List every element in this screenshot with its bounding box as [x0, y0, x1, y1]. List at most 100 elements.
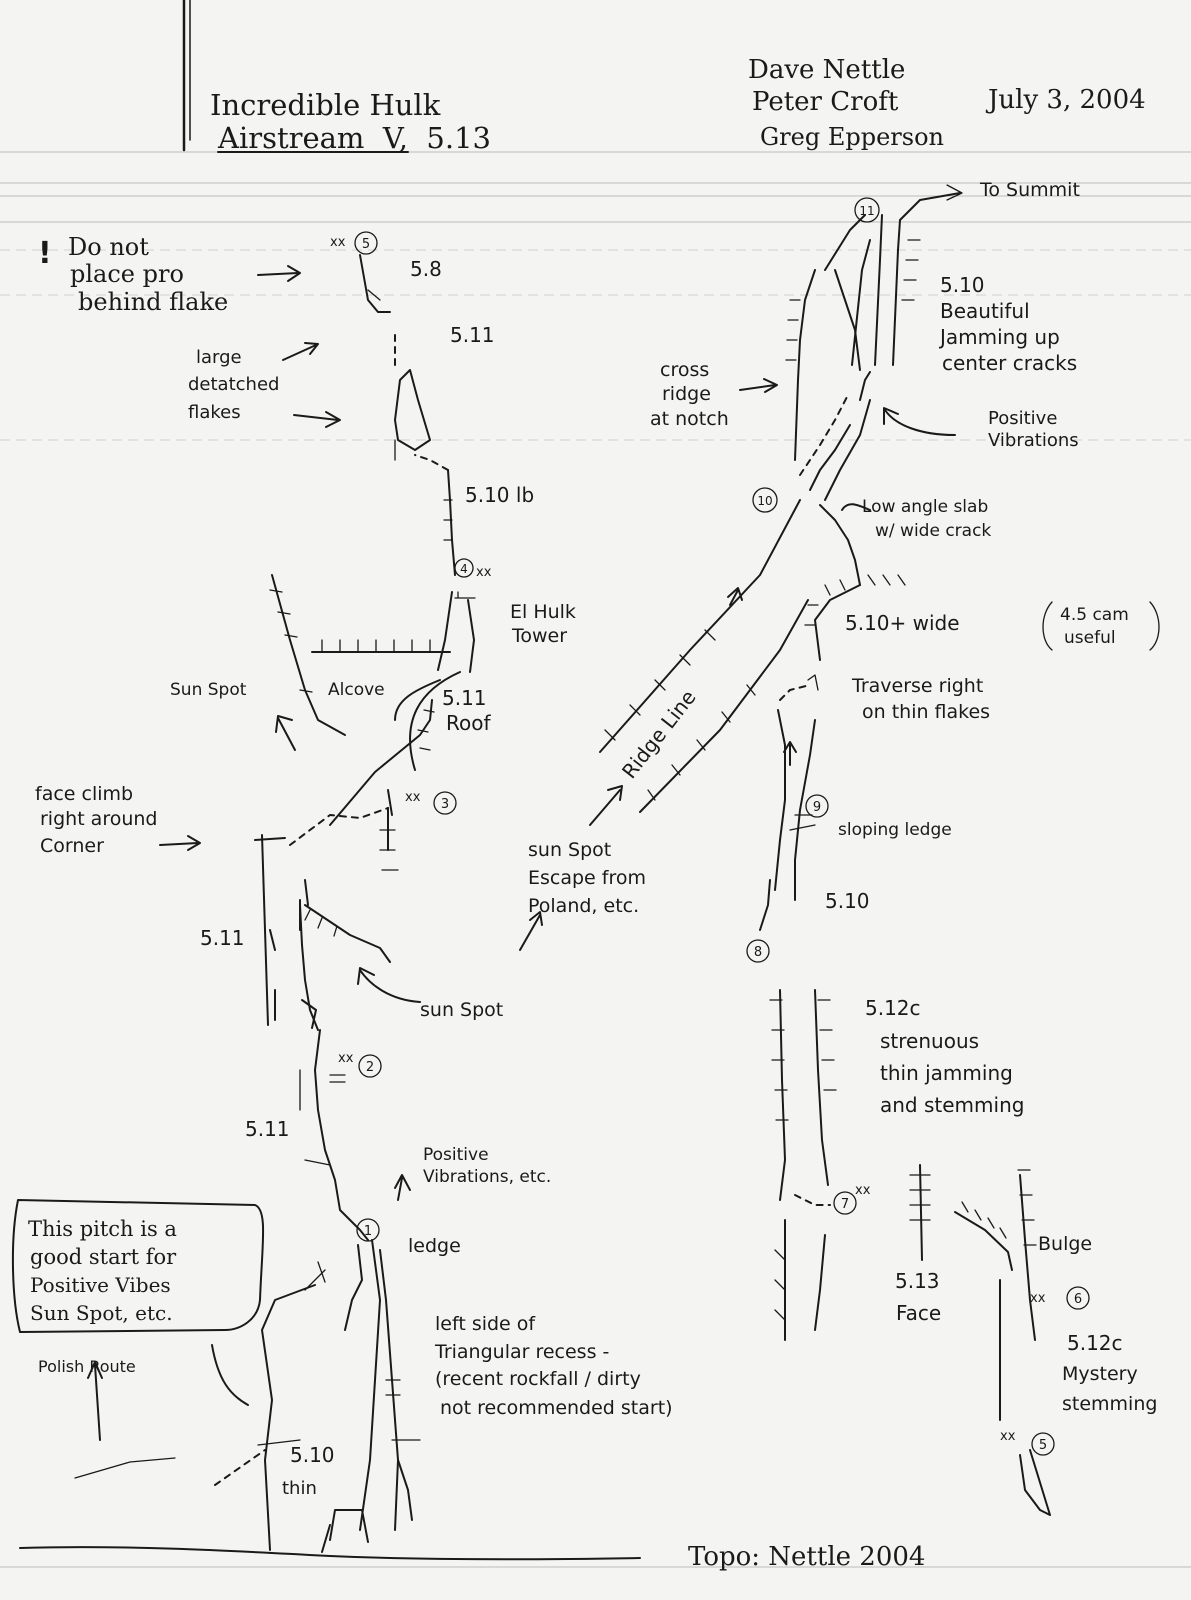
climber-2: Peter Croft [752, 87, 899, 117]
grade-p2: 5.11 [245, 1117, 290, 1141]
svg-text:xx: xx [330, 235, 346, 250]
pos-vib-etc-2: Vibrations, etc. [423, 1167, 551, 1187]
arrow-icon [883, 407, 956, 436]
svg-text:8: 8 [754, 945, 762, 960]
grade-labels: 5.10 thin 5.11 5.11 5.11 Roof 5.10 lb 5.… [200, 257, 1157, 1499]
right-route-drawing [599, 184, 1051, 1516]
escape-1: sun Spot [528, 839, 611, 861]
polish-route: Polish Route [38, 1357, 136, 1376]
grade-p8: 5.12c [865, 996, 921, 1020]
svg-text:5: 5 [362, 237, 370, 252]
grade-p11: 5.10 [940, 273, 985, 297]
arrow-icon [589, 785, 623, 826]
svg-text:xx: xx [855, 1183, 871, 1198]
arrow-icon [159, 835, 201, 851]
date: July 3, 2004 [985, 85, 1146, 115]
arrow-icon [783, 741, 797, 766]
left-side-3: (recent rockfall / dirty [435, 1368, 641, 1390]
arrow-icon [841, 503, 871, 511]
low-angle-1: Low angle slab [862, 497, 988, 517]
svg-text:9: 9 [813, 800, 821, 815]
station-11: 11 [854, 197, 880, 223]
grade-p11-note-1: Beautiful [940, 299, 1030, 323]
climber-3: Greg Epperson [760, 123, 944, 151]
arrow-icon [257, 272, 299, 276]
station-2: 2 [358, 1054, 382, 1078]
grade-p6-note-1: Mystery [1062, 1363, 1138, 1385]
station-4: 4 [454, 558, 474, 578]
arrow-icon [394, 1174, 411, 1201]
low-angle-2: w/ wide crack [875, 521, 991, 541]
left-side-4: not recommended start) [440, 1397, 673, 1419]
svg-text:1: 1 [364, 1224, 372, 1239]
climber-1: Dave Nettle [748, 55, 905, 85]
svg-text:3: 3 [441, 797, 449, 812]
grade-p7: 5.13 [895, 1269, 940, 1293]
svg-text:7: 7 [841, 1197, 849, 1212]
arrow-icon [282, 342, 319, 361]
station-9: 9 [805, 794, 829, 818]
left-side-1: left side of [435, 1313, 536, 1335]
station-6: 6 [1066, 1286, 1090, 1310]
flakes-3: flakes [188, 402, 241, 423]
grade-p8-note-2: thin jamming [880, 1061, 1013, 1085]
bulge-label: Bulge [1038, 1233, 1092, 1255]
grade-p11-note-2: Jamming up [938, 325, 1060, 349]
left-side-2: Triangular recess - [434, 1341, 609, 1363]
escape-2: Escape from [528, 867, 646, 889]
el-hulk-2: Tower [511, 625, 567, 647]
grade-p2b: 5.11 [200, 926, 245, 950]
pos-vib-1: Positive [988, 408, 1057, 429]
svg-text:2: 2 [366, 1060, 374, 1075]
sun-spot-label-2: Sun Spot [170, 680, 247, 700]
cam-note: 4.5 cam useful [1042, 601, 1160, 651]
pos-vib-2: Vibrations [988, 430, 1079, 451]
face-climb-3: Corner [40, 835, 104, 857]
grade-p4: 5.10 lb [465, 483, 534, 507]
svg-text:xx: xx [338, 1051, 354, 1066]
grade-p5a: 5.11 [450, 323, 495, 347]
flakes-1: large [196, 347, 242, 368]
cam-1: 4.5 cam [1060, 605, 1129, 625]
svg-text:xx: xx [476, 565, 492, 580]
header: Incredible Hulk Airstream V, 5.13 Dave N… [210, 55, 1146, 155]
svg-text:xx: xx [405, 790, 421, 805]
arrow-icon [87, 1361, 103, 1441]
grade-p5b: 5.8 [410, 257, 442, 281]
cross-ridge-1: cross [660, 359, 709, 381]
good-start-2: good start for [30, 1245, 177, 1269]
grade-p8-note-1: strenuous [880, 1029, 979, 1053]
svg-text:xx: xx [1000, 1429, 1016, 1444]
alcove-label: Alcove [328, 680, 385, 700]
topo-credit: Topo: Nettle 2004 [688, 1542, 925, 1572]
station-10: 10 [752, 487, 778, 513]
station-5-lower: 5 [1031, 1432, 1055, 1456]
warning-line-2: place pro [70, 260, 184, 288]
flakes-2: detatched [188, 374, 279, 395]
warning-line-1: Do not [68, 233, 149, 261]
warning-note: ! Do not place pro behind flake [38, 233, 301, 316]
arrow-icon [293, 411, 341, 428]
escape-3: Poland, etc. [528, 895, 639, 917]
grade-p6: 5.12c [1067, 1331, 1123, 1355]
svg-text:5: 5 [1039, 1438, 1047, 1453]
svg-text:xx: xx [1030, 1291, 1046, 1306]
grade-p1: 5.10 [290, 1443, 335, 1467]
face-climb-1: face climb [35, 783, 133, 805]
arrow-icon [275, 715, 296, 751]
cam-2: useful [1064, 628, 1116, 648]
ledge-label: ledge [408, 1235, 461, 1257]
good-start-box: This pitch is a good start for Positive … [11, 1199, 265, 1333]
good-start-3: Positive Vibes [30, 1273, 171, 1297]
arrow-icon [727, 587, 743, 606]
good-start-1: This pitch is a [28, 1217, 177, 1241]
pos-vib-etc-1: Positive [423, 1145, 489, 1165]
bolt-marks: xx xx xx xx xx xx xx [330, 235, 1046, 1444]
grade-p10: 5.10+ wide [845, 611, 960, 635]
traverse-2: on thin flakes [862, 701, 990, 723]
route-grade: Airstream V, 5.13 [217, 121, 491, 155]
grade-p6-note-2: stemming [1062, 1393, 1157, 1415]
belay-stations: 1 2 3 4 5 5 6 7 [354, 197, 1090, 1456]
